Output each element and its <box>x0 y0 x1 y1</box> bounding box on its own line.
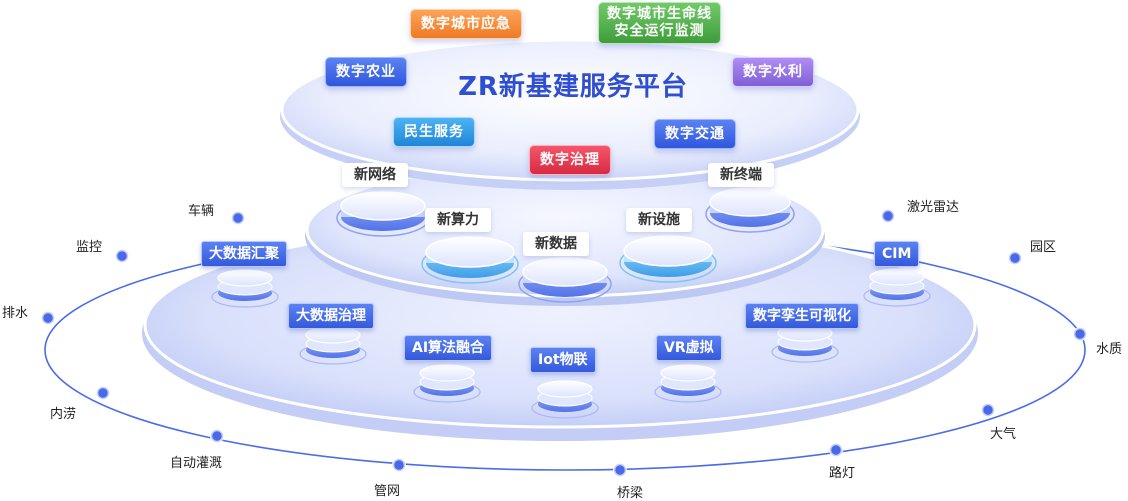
platform-disc <box>619 235 717 283</box>
stack-disc <box>211 269 279 308</box>
ring-node-dot <box>115 249 129 263</box>
platform-title: ZR新基建服务平台 <box>458 72 688 102</box>
ring-node-dot <box>981 403 995 417</box>
ring-node-dot <box>881 209 895 223</box>
platform-disc <box>421 236 519 284</box>
ring-node-dot <box>96 386 110 400</box>
ring-node-dot <box>231 211 245 225</box>
ring-label-monitor: 监控 <box>76 240 103 255</box>
ring-label-vehicle: 车辆 <box>188 204 215 219</box>
ring-label-irrigation: 自动灌溉 <box>170 456 223 471</box>
tag-agriculture[interactable]: 数字农业 <box>325 57 407 87</box>
label-vr[interactable]: VR虚拟 <box>656 335 722 361</box>
ring-node-dot <box>613 463 627 477</box>
label-facility[interactable]: 新设施 <box>626 208 692 232</box>
stack-disc <box>531 380 599 419</box>
ring-label-waterlogging: 内涝 <box>50 407 77 422</box>
label-computing[interactable]: 新算力 <box>425 208 491 232</box>
tag-lifeline-line1: 数字城市生命线 <box>607 6 712 22</box>
tag-traffic[interactable]: 数字交通 <box>654 119 736 149</box>
label-big-data-collect[interactable]: 大数据汇聚 <box>201 241 287 267</box>
stack-disc <box>654 364 722 403</box>
label-big-data-govern[interactable]: 大数据治理 <box>288 303 374 329</box>
label-terminal[interactable]: 新终端 <box>708 163 774 187</box>
platform-disc <box>705 187 795 233</box>
stack-disc <box>771 324 839 363</box>
ring-node-dot <box>1073 327 1087 341</box>
label-ai-fusion[interactable]: AI算法融合 <box>404 335 493 361</box>
ring-label-streetlight: 路灯 <box>829 466 856 481</box>
tag-emergency[interactable]: 数字城市应急 <box>410 9 522 39</box>
ring-node-dot <box>41 311 55 325</box>
ring-label-lidar: 激光雷达 <box>907 200 960 215</box>
tag-governance[interactable]: 数字治理 <box>529 145 611 175</box>
label-data[interactable]: 新数据 <box>523 232 589 256</box>
stack-disc <box>863 268 931 307</box>
label-iot[interactable]: Iot物联 <box>530 347 596 373</box>
ring-label-atmosphere: 大气 <box>990 427 1017 442</box>
platform-disc <box>336 191 430 237</box>
tag-lifeline-line2: 安全运行监测 <box>614 23 705 39</box>
ring-node-dot <box>392 458 406 472</box>
tag-lifeline[interactable]: 数字城市生命线 安全运行监测 <box>598 2 721 44</box>
stack-disc <box>299 326 367 365</box>
platform-disc <box>518 257 612 303</box>
tag-water[interactable]: 数字水利 <box>732 57 814 87</box>
ring-label-bridge: 桥梁 <box>617 486 644 501</box>
ring-label-drainage: 排水 <box>2 306 29 321</box>
tag-livelihood[interactable]: 民生服务 <box>393 117 475 147</box>
ring-node-dot <box>210 429 224 443</box>
label-digital-twin[interactable]: 数字孪生可视化 <box>745 303 859 329</box>
label-cim[interactable]: CIM <box>874 241 920 267</box>
ring-label-pipe: 管网 <box>374 484 401 499</box>
ring-label-park: 园区 <box>1030 240 1057 255</box>
ring-node-dot <box>829 443 843 457</box>
stack-disc <box>413 364 481 403</box>
ring-label-water-quality: 水质 <box>1096 342 1123 357</box>
ring-node-dot <box>1008 251 1022 265</box>
label-network[interactable]: 新网络 <box>342 163 408 187</box>
